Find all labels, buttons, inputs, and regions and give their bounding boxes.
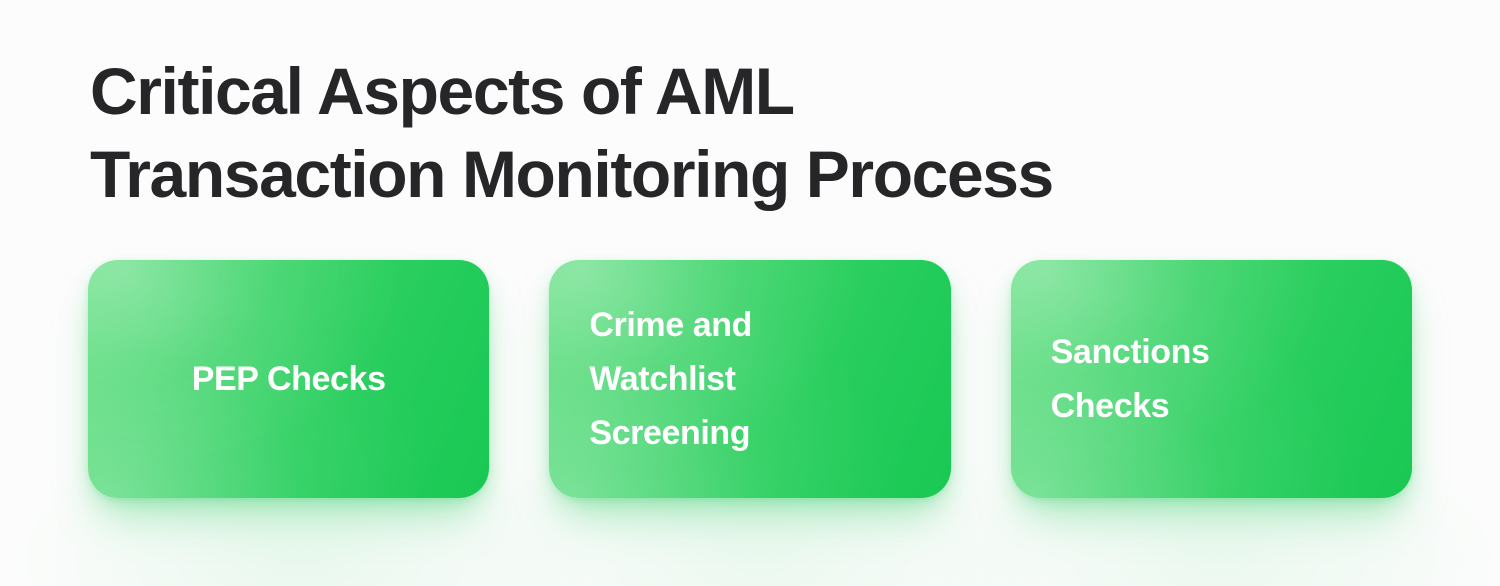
aspect-card-sanctions-checks[interactable]: Sanctions Checks — [1011, 260, 1412, 498]
aspect-card-label: PEP Checks — [191, 360, 386, 398]
aspect-card-label: Sanctions Checks — [1050, 333, 1210, 425]
page-title: Critical Aspects of AML Transaction Moni… — [90, 54, 1054, 211]
aspect-card-crime-and-watchlist-screening[interactable]: Crime and Watchlist Screening — [549, 260, 950, 498]
aspect-cards-row: PEP Checks Crime and Watchlist Screening… — [88, 260, 1412, 498]
aspect-card-label: Crime and Watchlist Screening — [589, 306, 752, 452]
aspect-card-pep-checks[interactable]: PEP Checks — [88, 260, 489, 498]
